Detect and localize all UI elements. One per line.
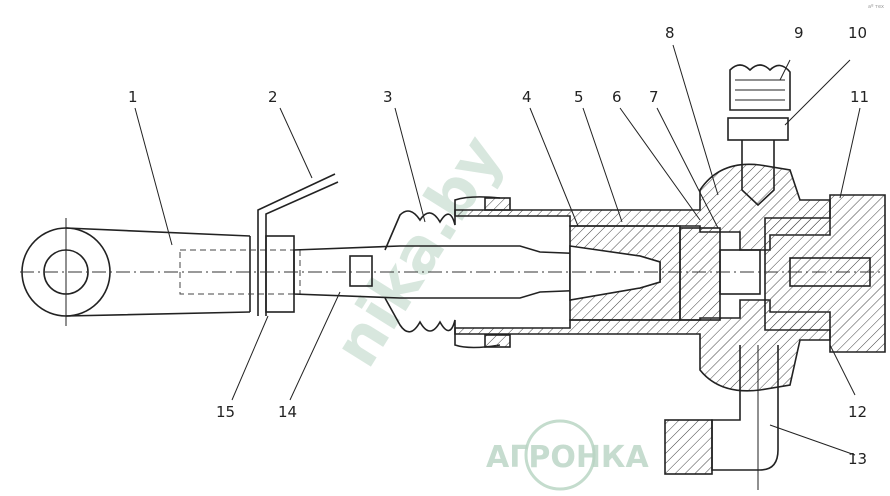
boot-clamp-top [484, 197, 511, 211]
callout-5: 5 [574, 88, 584, 106]
callout-15: 15 [216, 403, 235, 421]
bracket-collar [265, 235, 295, 313]
callout-2: 2 [268, 88, 278, 106]
callout-9: 9 [794, 24, 804, 42]
callout-3: 3 [383, 88, 393, 106]
boot [384, 196, 501, 349]
callout-12: 12 [848, 403, 867, 421]
corner-note: аº тех [868, 4, 884, 10]
callout-1: 1 [128, 88, 138, 106]
watermark-logo: АГРОНКА [486, 440, 649, 475]
callout-10: 10 [848, 24, 867, 42]
callout-14: 14 [278, 403, 297, 421]
cylinder-body [454, 163, 831, 392]
callout-8: 8 [665, 24, 675, 42]
outlet-fitting [664, 345, 779, 490]
callout-4: 4 [522, 88, 532, 106]
callout-13: 13 [848, 450, 867, 468]
leader-lines [134, 44, 861, 456]
callout-7: 7 [649, 88, 659, 106]
end-plug [764, 194, 886, 353]
bracket [257, 173, 336, 316]
boot-clamp-bottom [484, 334, 511, 348]
watermark-logo-ring [524, 419, 596, 491]
callout-6: 6 [612, 88, 622, 106]
callout-11: 11 [850, 88, 869, 106]
